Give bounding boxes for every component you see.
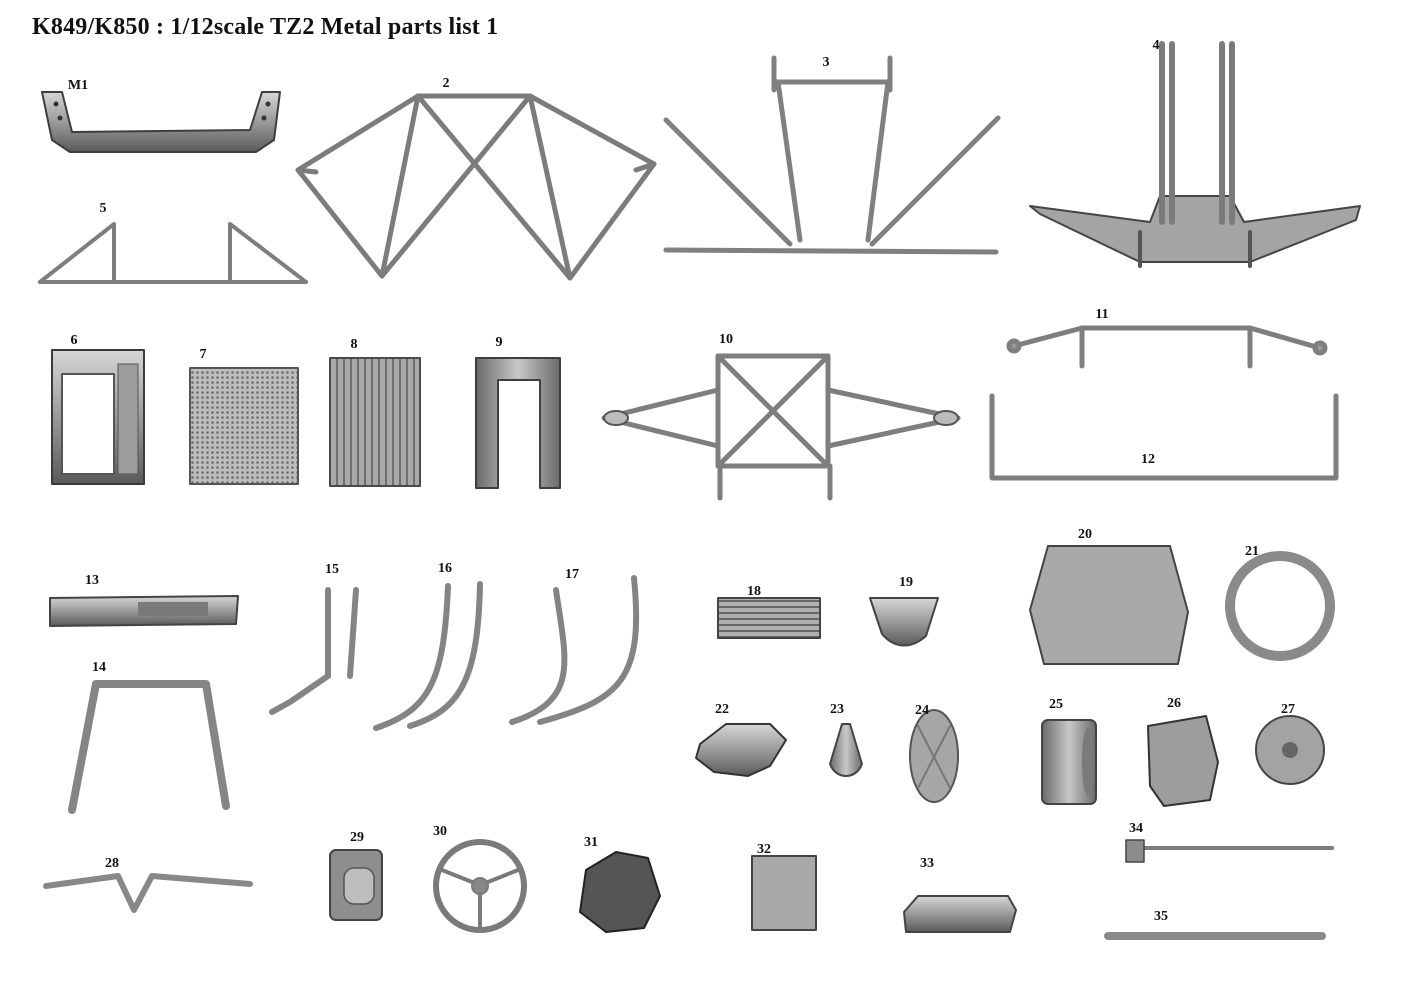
label-32: 32 — [757, 842, 771, 857]
label-17: 17 — [565, 567, 579, 582]
label-20: 20 — [1078, 527, 1092, 542]
label-9: 9 — [495, 335, 503, 350]
part-27-wheel — [1255, 715, 1325, 785]
label-12: 12 — [1141, 452, 1155, 467]
part-34-shaft — [1125, 839, 1334, 863]
part-3-frame — [663, 55, 1001, 255]
label-22: 22 — [715, 702, 729, 717]
part-4-frame — [1029, 41, 1361, 268]
part-8-radiator — [329, 357, 421, 487]
part-7-mesh — [189, 367, 299, 485]
label-6: 6 — [70, 333, 78, 348]
label-2: 2 — [442, 76, 450, 91]
part-28-bumper — [43, 873, 253, 913]
label-27: 27 — [1281, 702, 1295, 717]
page-title: K849/K850 : 1/12scale TZ2 Metal parts li… — [32, 14, 499, 40]
label-8: 8 — [350, 337, 358, 352]
part-16-pipes — [373, 581, 483, 731]
label-18: 18 — [747, 584, 761, 599]
part-29-cover — [329, 849, 383, 921]
label-28: 28 — [105, 856, 119, 871]
label-7: 7 — [199, 347, 207, 362]
part-26-block — [1147, 715, 1219, 807]
part-33-sump — [903, 895, 1017, 933]
label-m1: M1 — [67, 78, 89, 93]
part-11-bar — [1006, 325, 1328, 369]
label-26: 26 — [1167, 696, 1181, 711]
part-15-exhaust — [269, 587, 359, 715]
part-32-plate — [751, 855, 817, 931]
label-23: 23 — [830, 702, 844, 717]
label-34: 34 — [1129, 821, 1143, 836]
part-5-frame — [38, 222, 308, 284]
label-14: 14 — [92, 660, 106, 675]
label-35: 35 — [1154, 909, 1168, 924]
label-5: 5 — [99, 201, 107, 216]
label-10: 10 — [719, 332, 733, 347]
label-11: 11 — [1095, 307, 1109, 322]
part-23-cone — [829, 723, 863, 777]
label-16: 16 — [438, 561, 452, 576]
part-6-tray — [51, 349, 145, 485]
part-13-panel — [49, 595, 239, 627]
label-4: 4 — [1152, 38, 1160, 53]
label-21: 21 — [1245, 544, 1259, 559]
part-25-tank — [1041, 719, 1097, 805]
part-19-scoop — [869, 597, 939, 647]
part-10-subframe — [601, 353, 961, 501]
part-17-pipes — [509, 575, 640, 725]
part-9-u-piece — [475, 357, 561, 489]
label-13: 13 — [85, 573, 99, 588]
label-33: 33 — [920, 856, 934, 871]
part-20-floor — [1029, 545, 1189, 665]
part-21-ring — [1225, 551, 1335, 661]
part-m1-bracket — [41, 91, 281, 153]
label-15: 15 — [325, 562, 339, 577]
label-19: 19 — [899, 575, 913, 590]
part-31-bellhousing — [579, 851, 661, 933]
label-3: 3 — [822, 55, 830, 70]
part-12-bar — [989, 393, 1339, 481]
part-18-cooler — [717, 597, 821, 639]
part-14-hoop — [68, 680, 230, 814]
label-25: 25 — [1049, 697, 1063, 712]
part-2-frame — [295, 93, 657, 281]
label-29: 29 — [350, 830, 364, 845]
part-22-housing — [695, 723, 787, 777]
label-30: 30 — [433, 824, 447, 839]
part-24-plate — [909, 709, 959, 803]
part-30-steering-wheel — [433, 839, 527, 933]
label-31: 31 — [584, 835, 598, 850]
label-24: 24 — [915, 703, 929, 718]
